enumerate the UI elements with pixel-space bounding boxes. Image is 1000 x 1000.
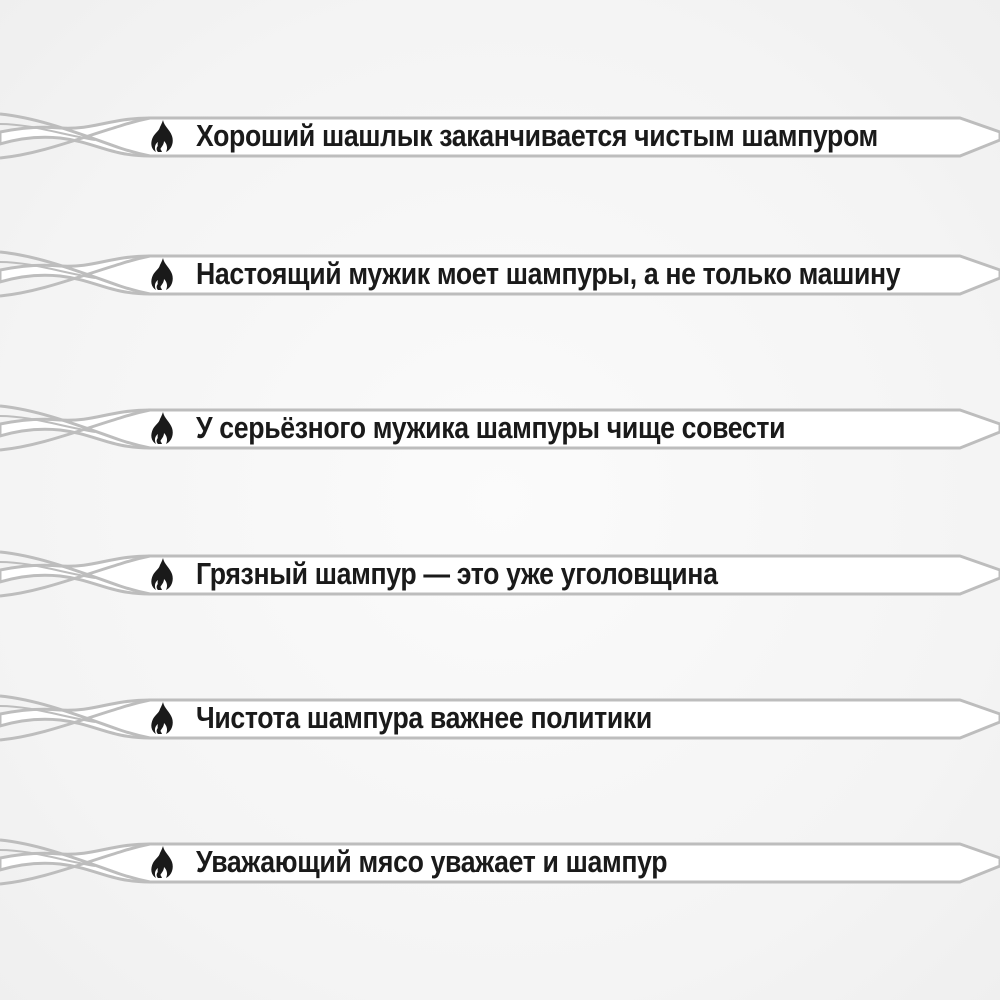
skewer-rod [0, 250, 1000, 298]
skewer-rod [0, 404, 1000, 452]
flame-icon [150, 119, 176, 153]
skewer-rod [0, 550, 1000, 598]
slogan-row: Чистота шампура важнее политики [150, 686, 726, 750]
slogan-text: Настоящий мужик моет шампуры, а не тольк… [196, 256, 901, 291]
flame-icon [150, 845, 176, 879]
skewer-4: Грязный шампур — это уже уголовщина [0, 542, 1000, 606]
slogan-text: Хороший шашлык заканчивается чистым шамп… [196, 118, 878, 153]
skewer-rod [0, 112, 1000, 160]
slogan-text: Грязный шампур — это уже уголовщина [196, 556, 718, 591]
flame-icon [150, 701, 176, 735]
skewer-2: Настоящий мужик моет шампуры, а не тольк… [0, 242, 1000, 306]
skewer-3: У серьёзного мужика шампуры чище совести [0, 396, 1000, 460]
slogan-row: Хороший шашлык заканчивается чистым шамп… [150, 104, 989, 168]
slogan-text: Чистота шампура важнее политики [196, 700, 652, 735]
flame-icon [150, 257, 176, 291]
skewer-rod [0, 838, 1000, 886]
slogan-row: Уважающий мясо уважает и шампур [150, 830, 744, 894]
slogan-row: У серьёзного мужика шампуры чище совести [150, 396, 881, 460]
skewer-5: Чистота шампура важнее политики [0, 686, 1000, 750]
skewer-1: Хороший шашлык заканчивается чистым шамп… [0, 104, 1000, 168]
slogan-text: Уважающий мясо уважает и шампур [196, 844, 668, 879]
flame-icon [150, 557, 176, 591]
slogan-row: Грязный шампур — это уже уголовщина [150, 542, 802, 606]
flame-icon [150, 411, 176, 445]
skewer-6: Уважающий мясо уважает и шампур [0, 830, 1000, 894]
slogan-text: У серьёзного мужика шампуры чище совести [196, 410, 786, 445]
skewer-rod [0, 694, 1000, 742]
slogan-row: Настоящий мужик моет шампуры, а не тольк… [150, 242, 1000, 306]
